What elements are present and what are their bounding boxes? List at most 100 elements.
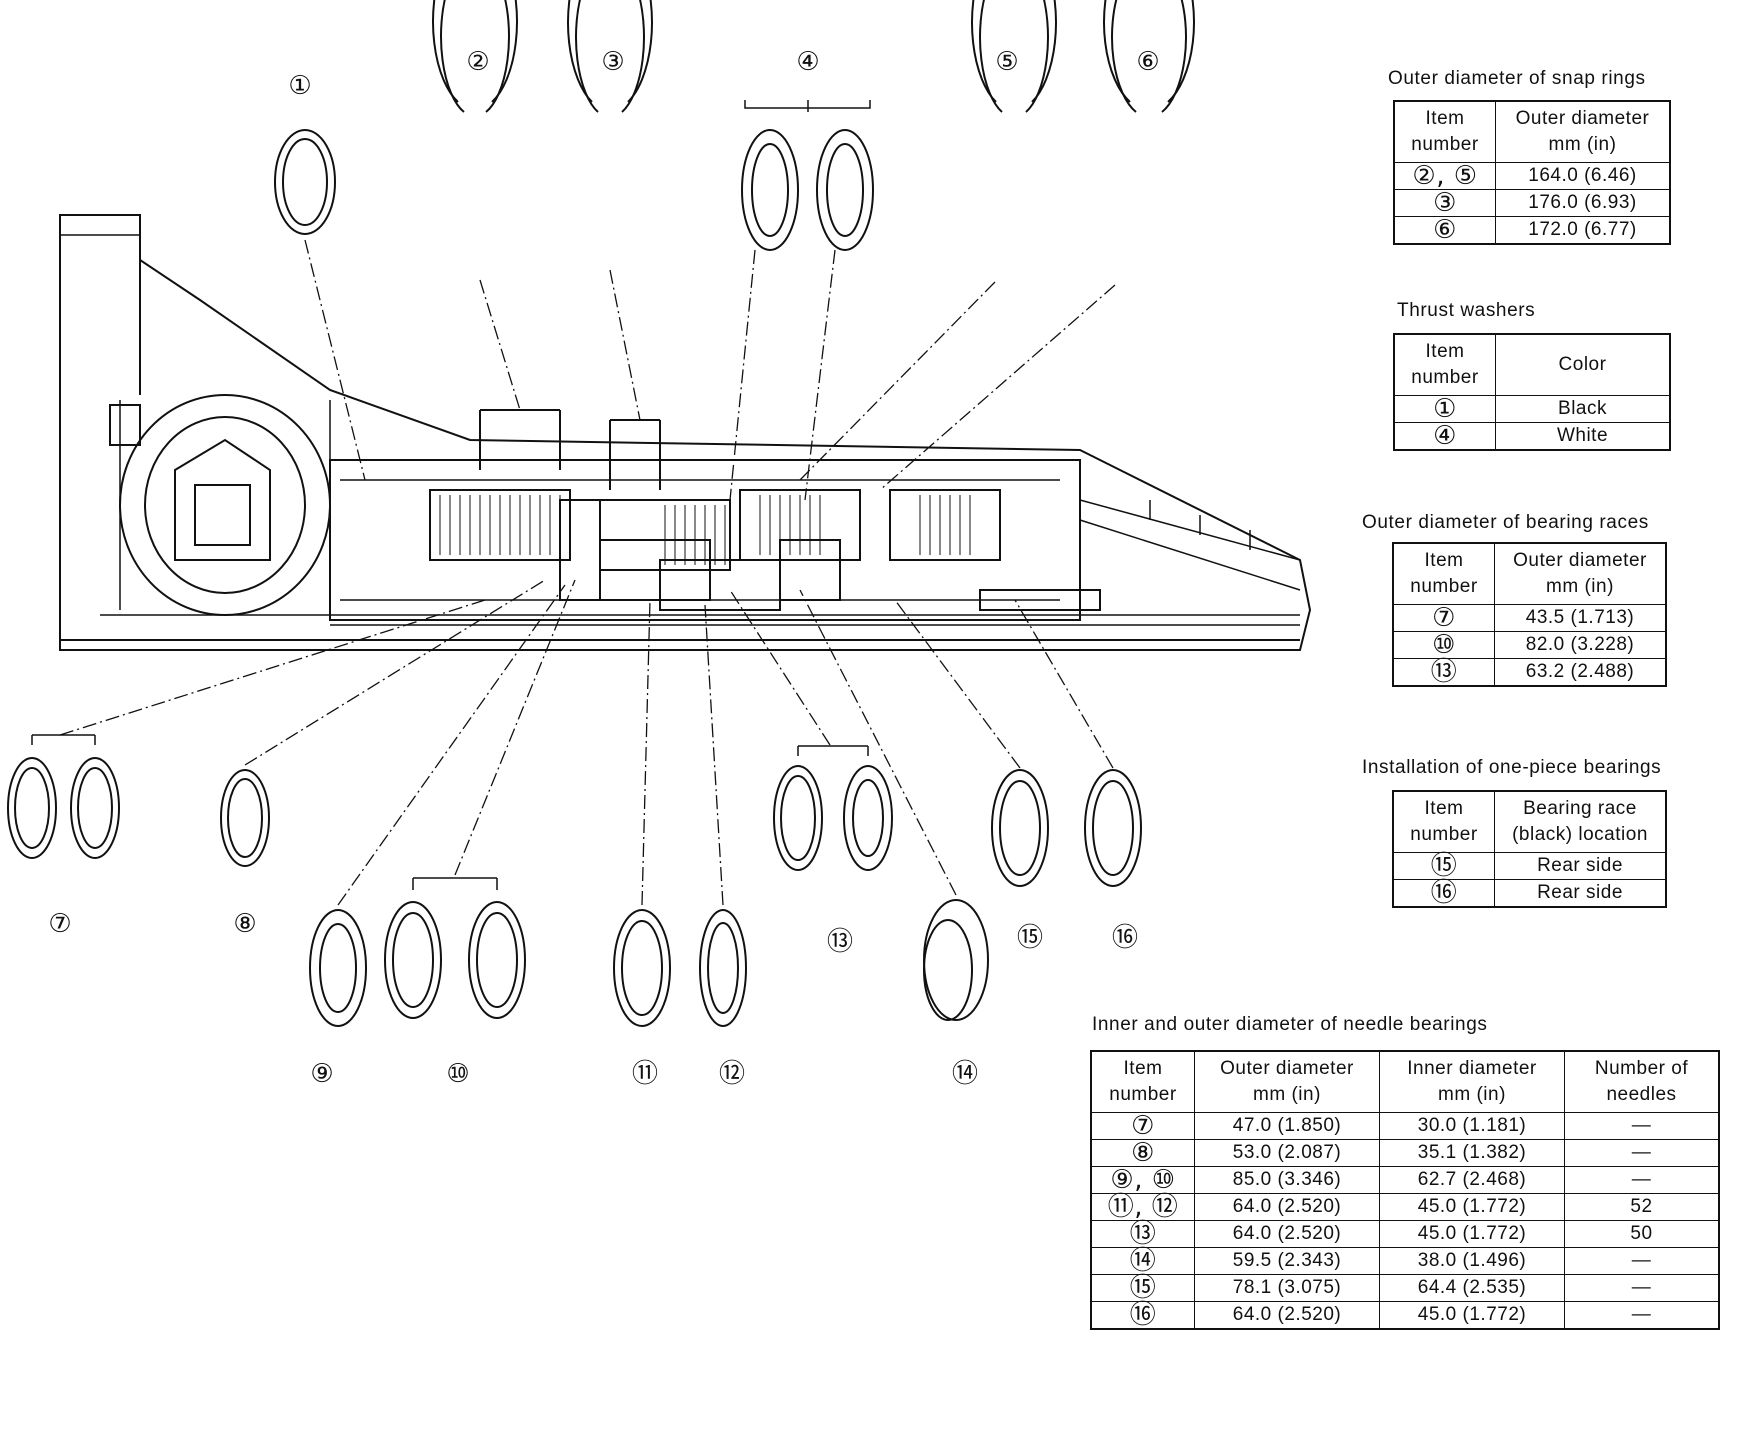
callout-12: ⑫ bbox=[719, 1059, 745, 1089]
table-row: ⑮ Rear side bbox=[1392, 852, 1667, 880]
table-row: ⑯ 64.0 (2.520) 45.0 (1.772) — bbox=[1090, 1301, 1720, 1330]
item-number: ⑮ bbox=[1090, 1274, 1195, 1302]
col-header-color: Color bbox=[1495, 333, 1671, 396]
item-number: ⑧ bbox=[1090, 1139, 1195, 1167]
bearing-races-title: Outer diameter of bearing races bbox=[1362, 512, 1649, 533]
item-number: ⑯ bbox=[1090, 1301, 1195, 1330]
item-number: ⑪, ⑫ bbox=[1090, 1193, 1195, 1221]
part-16-bearing bbox=[1084, 769, 1142, 887]
table-row: ⑭ 59.5 (2.343) 38.0 (1.496) — bbox=[1090, 1247, 1720, 1275]
snap-rings-table: Item number Outer diameter mm (in) ②, ⑤ … bbox=[1393, 100, 1671, 245]
item-number: ⑮ bbox=[1392, 852, 1495, 880]
inner-diameter-value: 45.0 (1.772) bbox=[1379, 1301, 1565, 1330]
col-header-number-of-needles: Number of needles bbox=[1564, 1050, 1720, 1113]
needle-bearings-title: Inner and outer diameter of needle beari… bbox=[1092, 1014, 1488, 1035]
transmission-cross-section bbox=[59, 214, 1312, 651]
item-number: ⑦ bbox=[1090, 1112, 1195, 1140]
outer-diameter-value: 64.0 (2.520) bbox=[1194, 1301, 1380, 1330]
col-header-outer-diameter: Outer diameter mm (in) bbox=[1194, 1050, 1380, 1113]
callout-10: ⑩ bbox=[446, 1059, 469, 1089]
thrust-washers-table: Item number Color ① Black ④ White bbox=[1393, 333, 1671, 451]
col-header-inner-diameter: Inner diameter mm (in) bbox=[1379, 1050, 1565, 1113]
part-6-snap-ring bbox=[1103, 0, 1195, 113]
table-row: ④ White bbox=[1393, 422, 1671, 451]
table-row: ⑧ 53.0 (2.087) 35.1 (1.382) — bbox=[1090, 1139, 1720, 1167]
table-row: ① Black bbox=[1393, 395, 1671, 423]
col-header-item: Item number bbox=[1392, 790, 1495, 853]
callout-11: ⑪ bbox=[632, 1059, 658, 1089]
inner-diameter-value: 45.0 (1.772) bbox=[1379, 1193, 1565, 1221]
item-number: ②, ⑤ bbox=[1393, 162, 1496, 190]
color-value: White bbox=[1495, 422, 1671, 451]
col-header-item: Item number bbox=[1393, 100, 1496, 163]
part-5-snap-ring bbox=[971, 0, 1057, 113]
table-row: ⑨, ⑩ 85.0 (3.346) 62.7 (2.468) — bbox=[1090, 1166, 1720, 1194]
table-row: ⑦ 43.5 (1.713) bbox=[1392, 604, 1667, 632]
item-number: ⑩ bbox=[1392, 631, 1495, 659]
callout-7: ⑦ bbox=[48, 909, 71, 939]
part-12-needle-bearing bbox=[699, 909, 747, 1027]
table-row: ⑩ 82.0 (3.228) bbox=[1392, 631, 1667, 659]
needle-count-value: — bbox=[1564, 1274, 1720, 1302]
bearing-races-table: Item number Outer diameter mm (in) ⑦ 43.… bbox=[1392, 542, 1667, 687]
table-row: ⑮ 78.1 (3.075) 64.4 (2.535) — bbox=[1090, 1274, 1720, 1302]
callout-15: ⑮ bbox=[1017, 923, 1043, 953]
outer-diameter-value: 82.0 (3.228) bbox=[1494, 631, 1667, 659]
col-header-bearing-race-location: Bearing race (black) location bbox=[1494, 790, 1667, 853]
outer-diameter-value: 47.0 (1.850) bbox=[1194, 1112, 1380, 1140]
table-row: ⑥ 172.0 (6.77) bbox=[1393, 216, 1671, 245]
table-row: ②, ⑤ 164.0 (6.46) bbox=[1393, 162, 1671, 190]
needle-bearings-table: Item number Outer diameter mm (in) Inner… bbox=[1090, 1050, 1720, 1330]
part-4-thrust-washers bbox=[741, 100, 874, 251]
outer-diameter-value: 64.0 (2.520) bbox=[1194, 1220, 1380, 1248]
needle-count-value: — bbox=[1564, 1139, 1720, 1167]
callout-5: ⑤ bbox=[995, 47, 1018, 77]
needle-count-value: 52 bbox=[1564, 1193, 1720, 1221]
part-1-thrust-washer bbox=[274, 129, 336, 235]
item-number: ⑥ bbox=[1393, 216, 1496, 245]
part-10-bearing-race bbox=[384, 877, 526, 1019]
callout-16: ⑯ bbox=[1112, 923, 1138, 953]
inner-diameter-value: 62.7 (2.468) bbox=[1379, 1166, 1565, 1194]
col-header-item: Item number bbox=[1393, 333, 1496, 396]
one-piece-bearings-table: Item number Bearing race (black) locatio… bbox=[1392, 790, 1667, 908]
callout-9: ⑨ bbox=[310, 1059, 333, 1089]
col-header-item: Item number bbox=[1090, 1050, 1195, 1113]
outer-diameter-value: 78.1 (3.075) bbox=[1194, 1274, 1380, 1302]
outer-diameter-value: 64.0 (2.520) bbox=[1194, 1193, 1380, 1221]
needle-count-value: — bbox=[1564, 1301, 1720, 1330]
callout-numbers: ① ② ③ ④ ⑤ ⑥ ⑦ ⑧ ⑨ ⑩ ⑪ ⑫ ⑬ ⑭ ⑮ ⑯ bbox=[48, 47, 1159, 1089]
thrust-washers-title: Thrust washers bbox=[1397, 300, 1536, 321]
part-11-needle-bearing bbox=[613, 909, 671, 1027]
table-row: ⑬ 64.0 (2.520) 45.0 (1.772) 50 bbox=[1090, 1220, 1720, 1248]
location-value: Rear side bbox=[1494, 852, 1667, 880]
item-number: ③ bbox=[1393, 189, 1496, 217]
item-number: ④ bbox=[1393, 422, 1496, 451]
needle-count-value: — bbox=[1564, 1247, 1720, 1275]
callout-1: ① bbox=[288, 71, 311, 101]
table-row: ⑯ Rear side bbox=[1392, 879, 1667, 908]
col-header-item: Item number bbox=[1392, 542, 1495, 605]
callout-13: ⑬ bbox=[827, 927, 853, 957]
table-row: ③ 176.0 (6.93) bbox=[1393, 189, 1671, 217]
inner-diameter-value: 64.4 (2.535) bbox=[1379, 1274, 1565, 1302]
item-number: ⑦ bbox=[1392, 604, 1495, 632]
part-7-bearing-race bbox=[7, 734, 120, 859]
outer-diameter-value: 164.0 (6.46) bbox=[1495, 162, 1671, 190]
item-number: ① bbox=[1393, 395, 1496, 423]
outer-diameter-value: 85.0 (3.346) bbox=[1194, 1166, 1380, 1194]
transmission-exploded-diagram: ① ② ③ ④ ⑤ ⑥ ⑦ ⑧ ⑨ ⑩ ⑪ ⑫ ⑬ ⑭ ⑮ ⑯ bbox=[7, 0, 1312, 1089]
location-value: Rear side bbox=[1494, 879, 1667, 908]
part-15-bearing bbox=[991, 769, 1049, 887]
needle-count-value: — bbox=[1564, 1112, 1720, 1140]
item-number: ⑭ bbox=[1090, 1247, 1195, 1275]
col-header-outer-diameter: Outer diameter mm (in) bbox=[1495, 100, 1671, 163]
part-2-snap-ring bbox=[432, 0, 518, 113]
outer-diameter-value: 172.0 (6.77) bbox=[1495, 216, 1671, 245]
outer-diameter-value: 53.0 (2.087) bbox=[1194, 1139, 1380, 1167]
part-13-needle-bearing bbox=[773, 745, 893, 871]
item-number: ⑬ bbox=[1090, 1220, 1195, 1248]
item-number: ⑯ bbox=[1392, 879, 1495, 908]
table-row: ⑪, ⑫ 64.0 (2.520) 45.0 (1.772) 52 bbox=[1090, 1193, 1720, 1221]
callout-2: ② bbox=[466, 47, 489, 77]
